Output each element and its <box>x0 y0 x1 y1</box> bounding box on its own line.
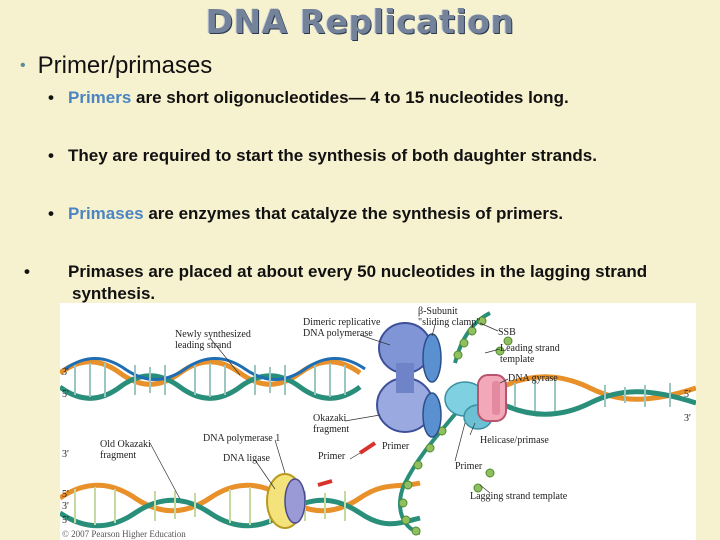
label-okazaki-fragment: Okazaki fragment <box>313 413 350 435</box>
ssb-beads <box>398 316 513 536</box>
label-dimeric-polymerase: Dimeric replicative DNA polymerase <box>303 317 381 339</box>
helicase-primase <box>444 381 493 430</box>
heading-bullet-dot: • <box>20 57 26 74</box>
label-lagging-template: Lagging strand template <box>470 491 568 502</box>
replication-fork-diagram <box>60 311 696 536</box>
label-newly-synthesized: Newly synthesized leading strand <box>175 329 251 351</box>
end-label: 5' <box>684 389 691 400</box>
label-polymerase-1: DNA polymerase 1 <box>203 433 281 444</box>
leader-lines <box>149 322 509 500</box>
label-leading-template: Leading strand template <box>500 343 560 365</box>
bullet-lagging: • Primases are placed at about every 50 n… <box>24 261 712 305</box>
label-dna-gyrase: DNA gyrase <box>508 373 558 384</box>
heading-text: Primer/primases <box>37 52 213 79</box>
bullet-text: They are required to start the synthesis… <box>68 146 597 165</box>
highlight-primases: Primases <box>68 204 144 223</box>
label-primer-1: Primer <box>318 451 346 462</box>
label-copyright: © 2007 Pearson Higher Education <box>62 529 186 539</box>
end-label: 5' <box>62 389 69 400</box>
label-dna-ligase: DNA ligase <box>223 453 270 464</box>
end-label: 5' <box>62 515 69 526</box>
label-primer-2: Primer <box>382 441 410 452</box>
upper-helix <box>60 357 366 401</box>
bullet-text: are enzymes that catalyze the synthesis … <box>143 204 564 223</box>
bullet-text: Primases are placed at about every 50 nu… <box>68 262 648 303</box>
end-label: 3' <box>62 501 69 512</box>
polymerase-1 <box>266 473 306 529</box>
bullet-dot: • <box>48 204 54 223</box>
primers <box>317 441 377 487</box>
bullet-required: • They are required to start the synthesi… <box>48 145 708 167</box>
bullet-primases: • Primases are enzymes that catalyze the … <box>48 203 708 225</box>
parental-rungs <box>514 379 671 411</box>
label-ssb: SSB <box>498 327 516 338</box>
end-label: 3' <box>62 449 69 460</box>
end-label: 3' <box>684 413 691 424</box>
label-primer-3: Primer <box>455 461 483 472</box>
bullet-dot: • <box>48 88 54 107</box>
parental-helix <box>498 374 696 417</box>
label-helicase-primase: Helicase/primase <box>480 435 549 446</box>
slide-title: DNA Replication <box>205 2 515 41</box>
end-label: 5' <box>62 489 69 500</box>
bullet-primers: • Primers are short oligonucleotides— 4 t… <box>48 87 708 109</box>
lower-helix <box>60 480 421 529</box>
bullet-dot: • <box>24 262 30 281</box>
end-label: 3' <box>62 367 69 378</box>
heading-bullet-item: • Primer/primases <box>20 52 212 80</box>
sliding-clamp <box>422 333 442 438</box>
replication-fork-figure: Newly synthesized leading strand Dimeric… <box>60 303 696 540</box>
upper-rungs <box>74 363 346 397</box>
bullet-dot: • <box>48 146 54 165</box>
label-beta-subunit: β-Subunit "sliding clamp" <box>418 306 481 328</box>
label-old-okazaki: Old Okazaki fragment <box>100 439 151 461</box>
dimeric-polymerase <box>376 322 434 433</box>
highlight-primers: Primers <box>68 88 132 107</box>
bullet-text: are short oligonucleotides— 4 to 15 nucl… <box>131 88 569 107</box>
dna-gyrase <box>477 374 507 422</box>
